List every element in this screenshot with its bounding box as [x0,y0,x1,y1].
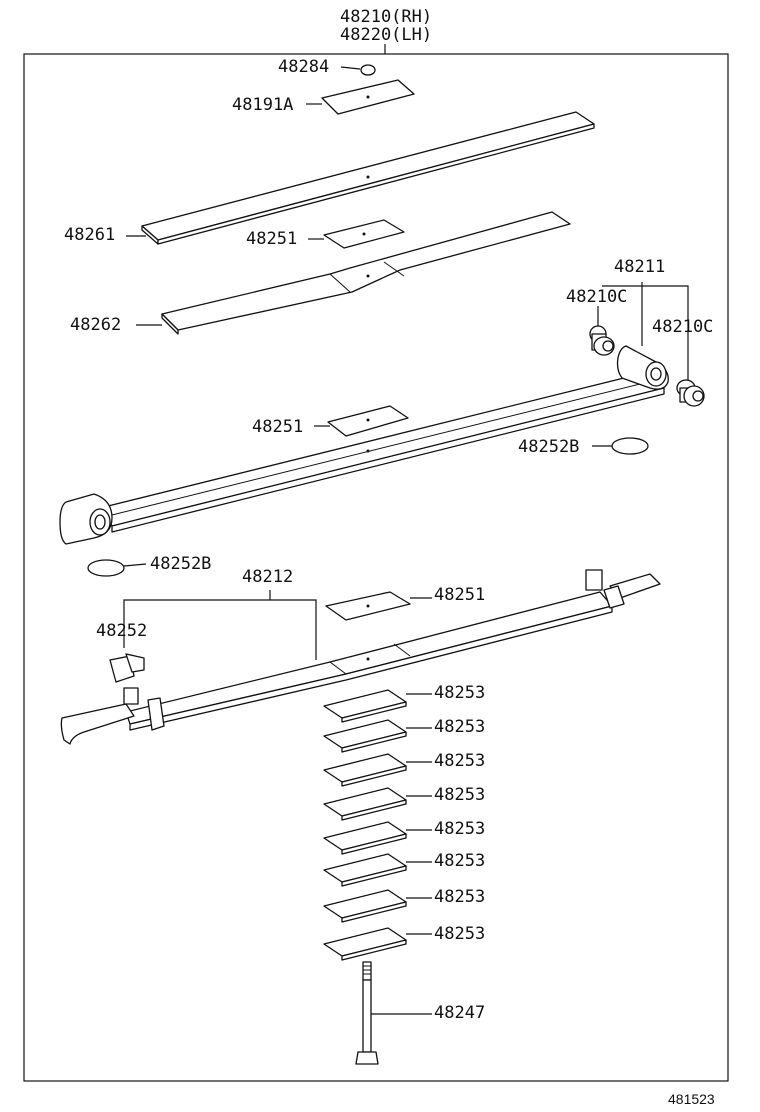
label-48253-4: 48253 [434,785,485,805]
label-48210c-right: 48210C [652,317,713,337]
clip-48252 [109,653,145,683]
label-48253-5: 48253 [434,819,485,839]
bushing-48210c-right [676,379,705,407]
label-48262: 48262 [70,315,121,335]
spacer-48253-2 [323,719,432,753]
label-48252b-right: 48252B [518,437,579,457]
pad-48251-lower [325,591,432,621]
diagram-code: 481523 [668,1091,715,1107]
pad-48251-upper [308,219,405,249]
label-48252b-left: 48252B [150,554,211,574]
label-48284: 48284 [278,57,329,77]
label-48253-3: 48253 [434,751,485,771]
plate-48191a [306,79,415,115]
center-bolt-48247 [355,961,432,1065]
label-48253-7: 48253 [434,887,485,907]
label-48253-8: 48253 [434,924,485,944]
label-48261: 48261 [64,225,115,245]
leaf-48262 [136,211,571,335]
spacer-48253-6 [323,853,432,887]
assembly-label-rh: 48210(RH) [340,7,432,27]
spacer-48253-3 [323,753,432,787]
disc-48252b-right [592,437,649,455]
spacer-48253-4 [323,787,432,821]
label-48251-upper: 48251 [246,229,297,249]
label-48253-1: 48253 [434,683,485,703]
diagram-frame [23,53,729,1082]
label-48191a: 48191A [232,95,293,115]
leaf-48212 [60,569,661,745]
label-48253-2: 48253 [434,717,485,737]
bushing-48210c-left [589,306,615,356]
label-48211: 48211 [614,257,665,277]
leaf-48261 [126,111,595,245]
label-48251-middle: 48251 [252,417,303,437]
disc-48252b-left [87,559,147,577]
pad-48251-middle [314,405,409,437]
assembly-label-lh: 48220(LH) [340,25,432,45]
spacer-48253-7 [323,889,432,923]
spacer-48253-8 [323,927,432,961]
label-48212: 48212 [242,567,293,587]
nut-48284 [340,64,376,76]
label-48253-6: 48253 [434,851,485,871]
spacer-48253-1 [323,689,432,723]
label-48247: 48247 [434,1003,485,1023]
main-leaf-48211 [59,345,669,545]
label-48251-lower: 48251 [434,585,485,605]
spacer-48253-5 [323,821,432,855]
label-48210c-left: 48210C [566,287,627,307]
label-48252: 48252 [96,621,147,641]
